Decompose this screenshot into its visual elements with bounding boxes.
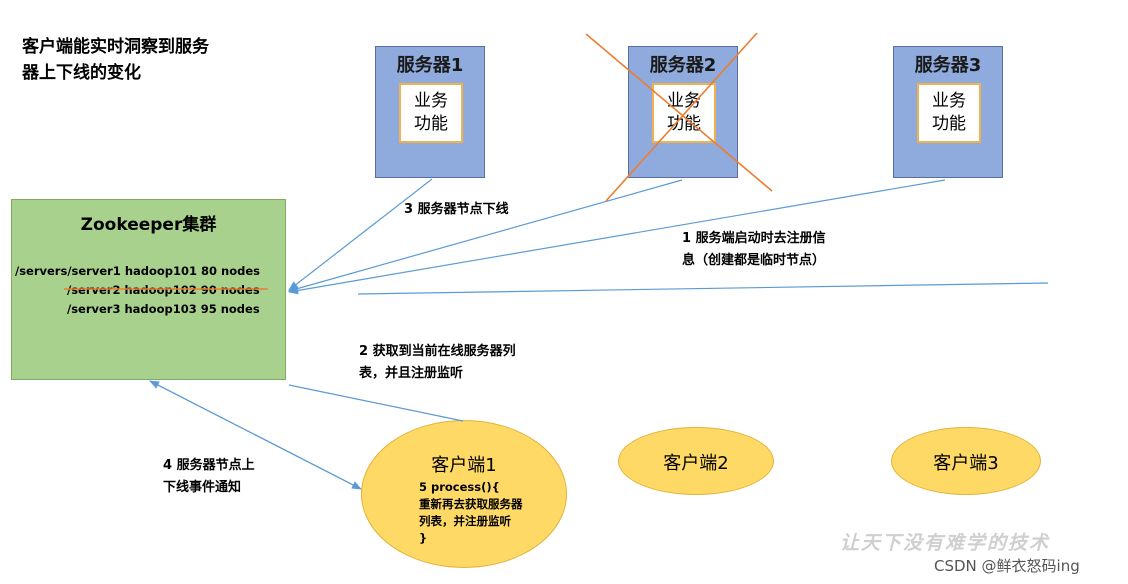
- server-1-title: 服务器1: [396, 55, 464, 76]
- server-2-function-line-1: 业务: [667, 91, 701, 111]
- arrow-client1-to-zookeeper: [288, 384, 464, 422]
- header-note: 客户端能实时洞察到服务 器上下线的变化: [22, 34, 209, 86]
- client-3: 客户端3: [891, 427, 1041, 495]
- server-3-function-line-2: 功能: [932, 114, 966, 134]
- arrow-server1-to-zookeeper: [288, 178, 433, 291]
- server-1-function-line-2: 功能: [414, 114, 448, 134]
- server-2-cross-stroke-1: [585, 33, 773, 192]
- server-3-function-box: 业务 功能: [917, 83, 981, 143]
- client-3-title: 客户端3: [933, 453, 999, 474]
- server-1-box: 服务器1 业务 功能: [375, 46, 485, 178]
- client-1-code-line-1: 5 process(){: [419, 480, 500, 494]
- server-3-box: 服务器3 业务 功能: [893, 46, 1003, 178]
- zookeeper-node-server1: /servers/server1 hadoop101 80 nodes: [15, 264, 261, 278]
- watermark: 让天下没有难学的技术: [840, 532, 1051, 554]
- client-2: 客户端2: [618, 427, 774, 495]
- server-3-function-line-1: 业务: [932, 91, 966, 111]
- zookeeper-title: Zookeeper集群: [80, 215, 217, 235]
- step-1-note: 1 服务端启动时去注册信 息（创建都是临时节点）: [682, 228, 826, 272]
- server-3-title: 服务器3: [914, 55, 982, 76]
- step-2-line-1: 2 获取到当前在线服务器列: [359, 344, 516, 359]
- arrow-notify-zookeeper: [149, 380, 362, 490]
- header-note-line-2: 器上下线的变化: [22, 63, 141, 83]
- step-3-note: 3 服务器节点下线: [404, 202, 509, 217]
- arrow-server3-to-zookeeper: [288, 179, 946, 295]
- step-2-line-2: 表，并且注册监听: [359, 366, 464, 381]
- step-4-note: 4 服务器节点上 下线事件通知: [163, 455, 255, 499]
- server-2-cross-stroke-2: [605, 32, 758, 202]
- zookeeper-node-server3: /server3 hadoop103 95 nodes: [67, 302, 260, 316]
- server-2-function-box: 业务 功能: [652, 83, 716, 143]
- server-2-title: 服务器2: [649, 55, 717, 76]
- client-1: 客户端1 5 process(){ 重新再去获取服务器 列表，并注册监听 }: [361, 420, 567, 568]
- step-1-line-1: 1 服务端启动时去注册信: [682, 231, 826, 246]
- zookeeper-node-server2: /server2 hadoop102 90 nodes: [67, 283, 260, 297]
- server-2-function-line-2: 功能: [667, 114, 701, 134]
- step-2-note: 2 获取到当前在线服务器列 表，并且注册监听: [359, 341, 516, 385]
- client-2-title: 客户端2: [663, 453, 729, 474]
- client-1-code: 5 process(){ 重新再去获取服务器 列表，并注册监听 }: [419, 479, 523, 547]
- client-1-code-line-4: }: [419, 531, 428, 545]
- client-1-title: 客户端1: [431, 455, 497, 476]
- server-1-function-box: 业务 功能: [399, 83, 463, 143]
- header-note-line-1: 客户端能实时洞察到服务: [22, 37, 209, 57]
- arrow-server2-to-zookeeper: [288, 179, 683, 293]
- csdn-credit: CSDN @鲜衣怒码ing: [934, 557, 1080, 575]
- step-1-line-2: 息（创建都是临时节点）: [682, 253, 826, 268]
- client-1-code-line-2: 重新再去获取服务器: [419, 497, 523, 511]
- client-1-code-line-3: 列表，并注册监听: [419, 514, 511, 528]
- server-2-box: 服务器2 业务 功能: [628, 46, 738, 178]
- horizontal-connector-line: [357, 282, 1049, 295]
- server-1-function-line-1: 业务: [414, 91, 448, 111]
- step-4-line-1: 4 服务器节点上: [163, 458, 255, 473]
- step-4-line-2: 下线事件通知: [163, 480, 242, 495]
